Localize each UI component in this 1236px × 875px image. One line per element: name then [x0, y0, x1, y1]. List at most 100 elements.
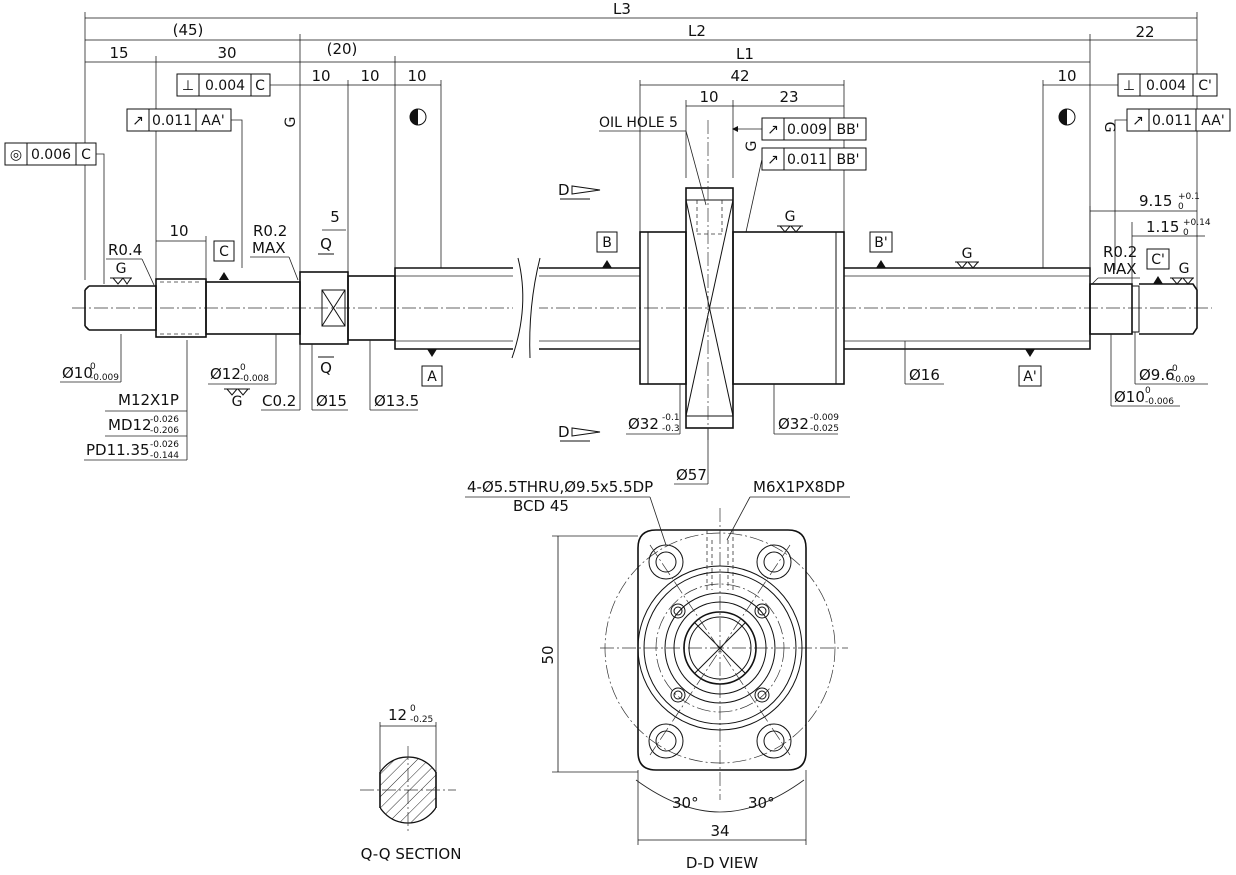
- dim-115: 1.15: [1146, 218, 1179, 236]
- svg-text:-0.009: -0.009: [810, 413, 839, 423]
- svg-text:↗: ↗: [132, 113, 144, 129]
- svg-text:-0.3: -0.3: [662, 424, 680, 434]
- svg-text:0: 0: [240, 363, 246, 373]
- datum-c: C: [219, 244, 229, 260]
- svg-text:0.004: 0.004: [205, 78, 245, 94]
- dim-10-b: 10: [360, 67, 379, 85]
- svg-text:↗: ↗: [767, 152, 779, 168]
- m12-label: M12X1P: [118, 391, 179, 409]
- dim-10-e: 10: [1057, 67, 1076, 85]
- dim-915: 9.15: [1139, 192, 1172, 210]
- dia135-label: Ø13.5: [374, 392, 419, 410]
- svg-text:⊥: ⊥: [182, 78, 194, 94]
- dia10-left: Ø10: [62, 364, 93, 382]
- svg-text:0.011: 0.011: [1152, 113, 1192, 129]
- pd-label: PD11.35: [86, 441, 150, 459]
- dia32-right: Ø32: [778, 415, 809, 433]
- m6-label: M6X1PX8DP: [753, 478, 845, 496]
- dim-10-c: 10: [407, 67, 426, 85]
- svg-text:0.011: 0.011: [787, 152, 827, 168]
- top-dimensions: L3 (45) L2 22 15 30 (20) L1 10 10 10 42 …: [84, 0, 1198, 290]
- angle-30-right: 30°: [748, 794, 775, 812]
- max-left: MAX: [252, 239, 285, 257]
- g-mark-8: G: [1101, 122, 1117, 133]
- q-q-section: 12 0 -0.25 Q-Q SECTION: [360, 704, 461, 863]
- d-d-view: 4-Ø5.5THRU,Ø9.5x5.5DP BCD 45 M6X1PX8DP 5…: [465, 478, 850, 872]
- svg-text:C: C: [255, 78, 265, 94]
- c02-label: C0.2: [262, 392, 296, 410]
- svg-text:-0.008: -0.008: [240, 374, 269, 384]
- svg-text:+0.1: +0.1: [1178, 192, 1200, 202]
- bcd-label: BCD 45: [513, 497, 569, 515]
- dim-l2: L2: [688, 22, 706, 40]
- q-bottom: Q: [320, 359, 332, 377]
- shaft-annotations: G G G G G G G G R0.4 10 C R0.2 MAX 5 Q: [106, 108, 1211, 442]
- dim-22: 22: [1135, 23, 1154, 41]
- datum-a2: A': [1023, 369, 1036, 385]
- svg-text:-0.1: -0.1: [662, 413, 680, 423]
- d-arrow-bottom: D: [558, 423, 570, 441]
- r04-label: R0.4: [108, 241, 142, 259]
- fcf-perp-c2: ⊥ 0.004 C': [1090, 73, 1218, 97]
- fcf-perp-c: ⊥ 0.004 C: [176, 73, 300, 97]
- svg-text:-0.144: -0.144: [150, 451, 179, 461]
- dim-l3: L3: [613, 0, 631, 18]
- dim-34: 34: [710, 822, 729, 840]
- qq-section-title: Q-Q SECTION: [361, 845, 462, 863]
- holes-label: 4-Ø5.5THRU,Ø9.5x5.5DP: [467, 478, 653, 496]
- datum-a: A: [427, 369, 437, 385]
- svg-text:◎: ◎: [10, 147, 22, 163]
- fcf-runout-bb-1: ↗ 0.009 BB': [732, 117, 867, 141]
- r02-right: R0.2: [1103, 243, 1137, 261]
- g-mark-2: G: [785, 209, 796, 225]
- dim-20: (20): [327, 40, 358, 58]
- q-top: Q: [320, 235, 332, 253]
- d-arrow-top: D: [558, 181, 570, 199]
- svg-text:0: 0: [1172, 364, 1178, 374]
- max-right: MAX: [1103, 260, 1136, 278]
- svg-text:C': C': [1198, 78, 1212, 94]
- svg-text:0.006: 0.006: [31, 147, 71, 163]
- diameter-labels: Ø10 0 -0.009 M12X1P MD12 -0.026 -0.206 P…: [60, 332, 1208, 485]
- dim-10-d: 10: [699, 88, 718, 106]
- g-mark-5: G: [232, 394, 243, 410]
- svg-text:0.009: 0.009: [787, 122, 827, 138]
- fcf-runout-bb-2: ↗ 0.011 BB': [745, 147, 867, 233]
- g-mark-1: G: [116, 261, 127, 277]
- svg-text:0: 0: [1145, 386, 1151, 396]
- svg-text:-0.25: -0.25: [410, 715, 433, 725]
- svg-text:BB': BB': [836, 152, 859, 168]
- datum-b: B: [602, 235, 612, 251]
- svg-text:-0.026: -0.026: [150, 415, 179, 425]
- dim-5: 5: [330, 208, 340, 226]
- fcf-concentric-c: ◎ 0.006 C: [4, 142, 105, 284]
- dia32-left: Ø32: [628, 415, 659, 433]
- svg-text:⊥: ⊥: [1123, 78, 1135, 94]
- datum-b2: B': [874, 235, 887, 251]
- dim-10-f: 10: [169, 222, 188, 240]
- dim-45: (45): [173, 21, 204, 39]
- r02-left: R0.2: [253, 222, 287, 240]
- svg-text:+0.14: +0.14: [1183, 218, 1211, 228]
- g-mark-3: G: [962, 246, 973, 262]
- dia15-label: Ø15: [316, 392, 347, 410]
- dia12-label: Ø12: [210, 365, 241, 383]
- dim-15: 15: [109, 44, 128, 62]
- dim-50: 50: [539, 645, 557, 664]
- g-mark-6: G: [283, 117, 299, 128]
- g-mark-4: G: [1179, 261, 1190, 277]
- sec-dim-12: 12: [388, 706, 407, 724]
- svg-text:0: 0: [410, 704, 416, 714]
- dim-10-a: 10: [311, 67, 330, 85]
- svg-text:0: 0: [1183, 228, 1189, 238]
- svg-text:0.004: 0.004: [1146, 78, 1186, 94]
- ball-screw-shaft: [72, 120, 1212, 440]
- g-mark-7: G: [744, 141, 760, 152]
- svg-text:-0.09: -0.09: [1172, 375, 1196, 385]
- dim-23: 23: [779, 88, 798, 106]
- svg-text:0.011: 0.011: [152, 113, 192, 129]
- dd-view-title: D-D VIEW: [686, 854, 758, 872]
- md12-label: MD12: [108, 416, 152, 434]
- dia16-label: Ø16: [909, 366, 940, 384]
